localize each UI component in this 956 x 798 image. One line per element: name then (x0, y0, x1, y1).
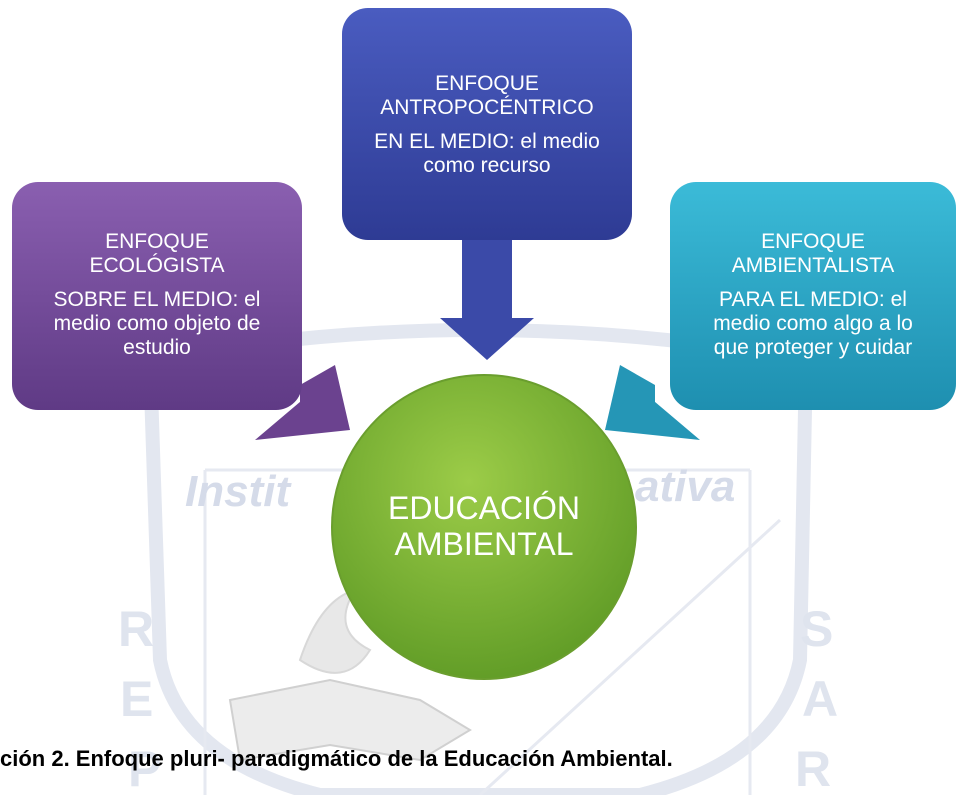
left-box-text: ENFOQUE ECOLÓGISTA SOBRE EL MEDIO: el me… (20, 230, 294, 360)
left-box-desc-line1: SOBRE EL MEDIO: el (53, 288, 261, 311)
left-box-title-line1: ENFOQUE (105, 230, 209, 253)
center-circle (331, 374, 637, 680)
left-box (12, 182, 302, 410)
top-box-title-line1: ENFOQUE (435, 72, 539, 95)
right-box (670, 182, 956, 410)
right-box-desc-line3: que proteger y cuidar (713, 336, 913, 359)
watermark-letter-a: A (802, 671, 839, 727)
watermark-letter-e: E (120, 671, 154, 727)
left-box-title-line2: ECOLÓGISTA (89, 254, 225, 277)
right-box-desc-line2: medio como algo a lo (713, 312, 913, 335)
top-box (342, 8, 632, 240)
watermark-text-right: ativa (635, 462, 736, 511)
top-box-title: ENFOQUE ANTROPOCÉNTRICO (350, 72, 624, 120)
right-box-desc-line1: PARA EL MEDIO: el (719, 288, 907, 311)
watermark-letter-r2: R (795, 741, 832, 797)
arrow-right (605, 365, 700, 440)
right-box-title-line1: ENFOQUE (761, 230, 865, 253)
left-box-desc: SOBRE EL MEDIO: el medio como objeto de … (20, 288, 294, 360)
arrow-left (255, 365, 350, 440)
right-box-desc: PARA EL MEDIO: el medio como algo a lo q… (676, 288, 950, 360)
right-box-text: ENFOQUE AMBIENTALISTA PARA EL MEDIO: el … (676, 230, 950, 360)
center-line1: EDUCACIÓN (387, 490, 580, 526)
top-box-title-line2: ANTROPOCÉNTRICO (380, 96, 594, 119)
top-box-desc-line1: EN EL MEDIO: el medio (374, 130, 600, 153)
watermark-flame (298, 588, 372, 674)
watermark-text-left: Instit (185, 467, 291, 516)
left-box-desc-line3: estudio (123, 336, 191, 359)
watermark-handshake (228, 678, 472, 762)
arrow-top (440, 240, 534, 360)
watermark-letter-s: S (800, 601, 834, 657)
left-box-title: ENFOQUE ECOLÓGISTA (20, 230, 294, 278)
figure-caption: ción 2. Enfoque pluri- paradigmático de … (0, 746, 673, 771)
center-line2: AMBIENTAL (394, 526, 574, 562)
center-text: EDUCACIÓN AMBIENTAL (344, 490, 624, 562)
right-box-title: ENFOQUE AMBIENTALISTA (676, 230, 950, 278)
right-box-title-line2: AMBIENTALISTA (731, 254, 895, 277)
watermark-letter-r: R (118, 601, 155, 657)
top-box-text: ENFOQUE ANTROPOCÉNTRICO EN EL MEDIO: el … (350, 72, 624, 178)
left-box-desc-line2: medio como objeto de (53, 312, 261, 335)
watermark-shield (142, 323, 814, 795)
top-box-desc-line2: como recurso (423, 154, 551, 177)
top-box-desc: EN EL MEDIO: el medio como recurso (350, 130, 624, 178)
watermark-letter-p: P (128, 741, 162, 797)
